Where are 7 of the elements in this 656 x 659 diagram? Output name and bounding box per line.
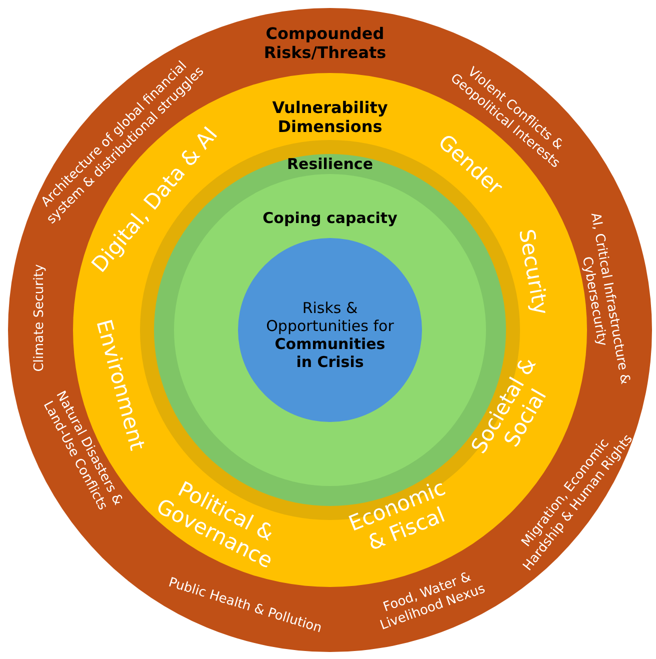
dimension-label: Security bbox=[513, 226, 554, 318]
center-text: Risks & Opportunities for Communities in Crisis bbox=[265, 299, 395, 371]
ring-heading: Vulnerability Dimensions bbox=[271, 98, 389, 136]
ring-heading: Resilience bbox=[286, 155, 374, 173]
risk-label: Climate Security bbox=[32, 263, 48, 374]
ring-heading: Coping capacity bbox=[262, 209, 398, 227]
ring-heading: Compounded Risks/Threats bbox=[262, 24, 388, 62]
